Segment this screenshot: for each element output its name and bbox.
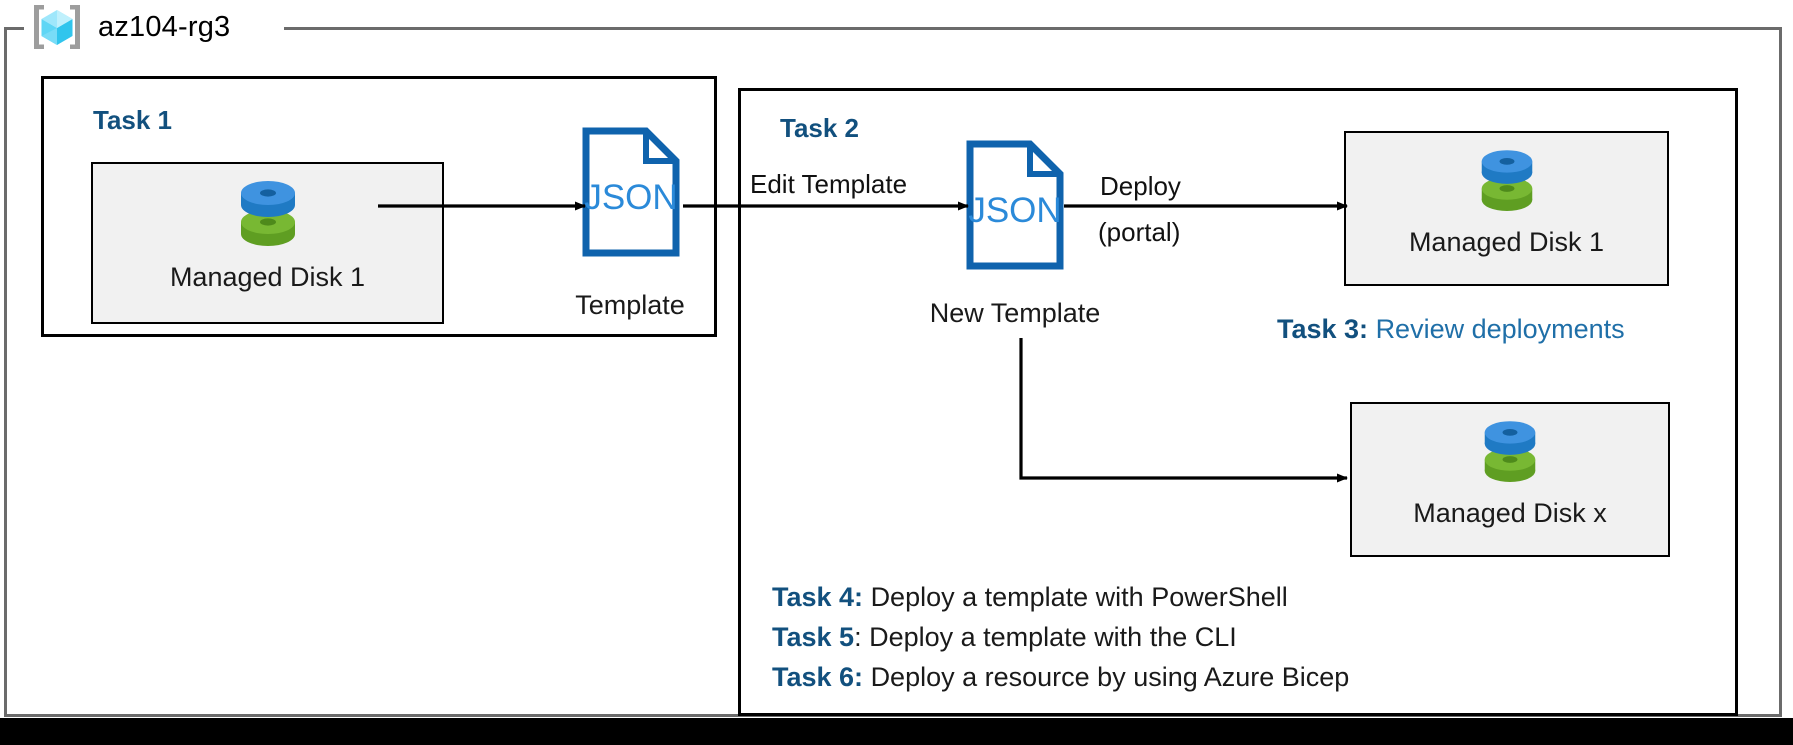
resource-group-header: az104-rg3 <box>30 2 230 52</box>
managed-disk-icon <box>1478 147 1536 222</box>
task3-note: Task 3: Review deployments <box>1277 312 1625 348</box>
managed-disk-icon <box>237 178 299 257</box>
managed-disk-icon <box>1481 418 1539 493</box>
task2-managed-disk-x-tile: Managed Disk x <box>1350 402 1670 557</box>
task5-text: : Deploy a template with the CLI <box>854 622 1237 652</box>
task2-new-template-json-icon: JSON <box>966 140 1064 275</box>
resource-group-name: az104-rg3 <box>98 10 231 43</box>
azure-resource-group-icon <box>30 2 84 52</box>
task2-heading: Task 2 <box>780 113 860 143</box>
task2-new-template-caption: New Template <box>929 298 1101 328</box>
task2-managed-disk-1-tile: Managed Disk 1 <box>1344 131 1669 286</box>
task6-text: Deploy a resource by using Azure Bicep <box>870 662 1350 692</box>
task1-managed-disk-1-tile: Managed Disk 1 <box>91 162 444 324</box>
task2-managed-disk-1-label: Managed Disk 1 <box>1408 227 1605 257</box>
svg-text:JSON: JSON <box>968 191 1061 230</box>
task4-note: Task 4: Deploy a template with PowerShel… <box>772 580 1288 616</box>
task1-template-caption: Template <box>575 290 685 320</box>
task2-managed-disk-x-label: Managed Disk x <box>1413 498 1607 528</box>
task5-label: Task 5 <box>772 622 855 652</box>
task3-label: Task 3: <box>1277 314 1369 344</box>
task4-label: Task 4: <box>772 582 864 612</box>
deploy-portal-edge-label-bottom: (portal) <box>1098 217 1181 247</box>
task4-text: Deploy a template with PowerShell <box>870 582 1288 612</box>
task1-heading: Task 1 <box>93 105 173 135</box>
task3-text: Review deployments <box>1375 314 1625 344</box>
task1-template-json-icon: JSON <box>582 127 680 262</box>
task1-managed-disk-1-label: Managed Disk 1 <box>169 262 366 292</box>
svg-text:JSON: JSON <box>584 178 677 217</box>
bottom-bar <box>0 718 1793 745</box>
edit-template-edge-label: Edit Template <box>750 169 908 199</box>
task6-label: Task 6: <box>772 662 864 692</box>
task6-note: Task 6: Deploy a resource by using Azure… <box>772 660 1349 696</box>
deploy-portal-edge-label-top: Deploy <box>1100 171 1181 201</box>
task5-note: Task 5: Deploy a template with the CLI <box>772 620 1237 656</box>
